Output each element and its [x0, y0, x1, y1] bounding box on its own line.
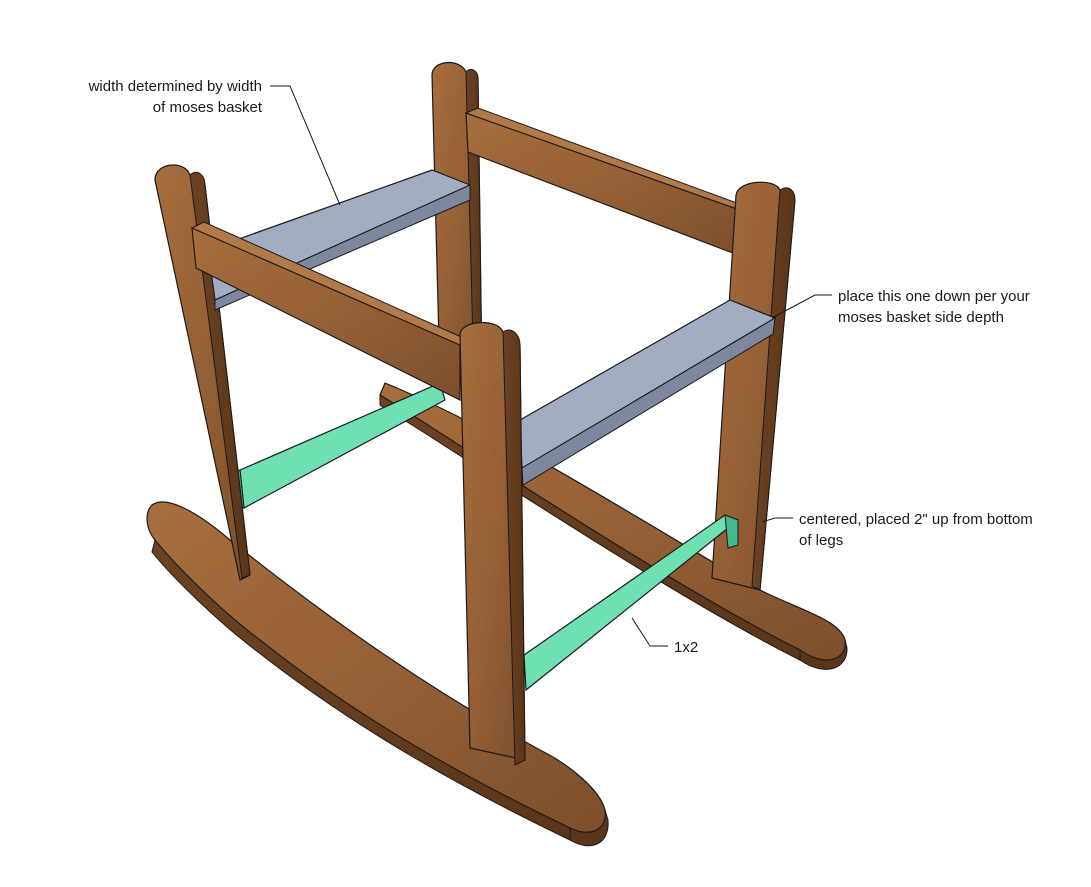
back-side-rail: [464, 107, 747, 256]
front-side-rail: [190, 221, 470, 401]
front-right-leg: [459, 321, 526, 766]
callout-width: width determined by width of moses baske…: [88, 78, 262, 116]
back-bottom-stretcher: [233, 382, 446, 509]
leader-lines: [270, 85, 832, 647]
front-bottom-stretcher: [523, 514, 740, 692]
leader-1x2: [631, 617, 668, 647]
callout-slat-depth: place this one down per your moses baske…: [838, 288, 1030, 326]
leader-centered: [761, 517, 793, 523]
leader-width: [270, 85, 341, 206]
back-right-leg: [711, 181, 796, 591]
front-left-leg: [154, 164, 251, 581]
callout-lumber-size: 1x2: [674, 639, 699, 656]
leader-place: [771, 294, 832, 319]
callout-stretcher-placement: centered, placed 2" up from bottom of le…: [799, 511, 1033, 549]
